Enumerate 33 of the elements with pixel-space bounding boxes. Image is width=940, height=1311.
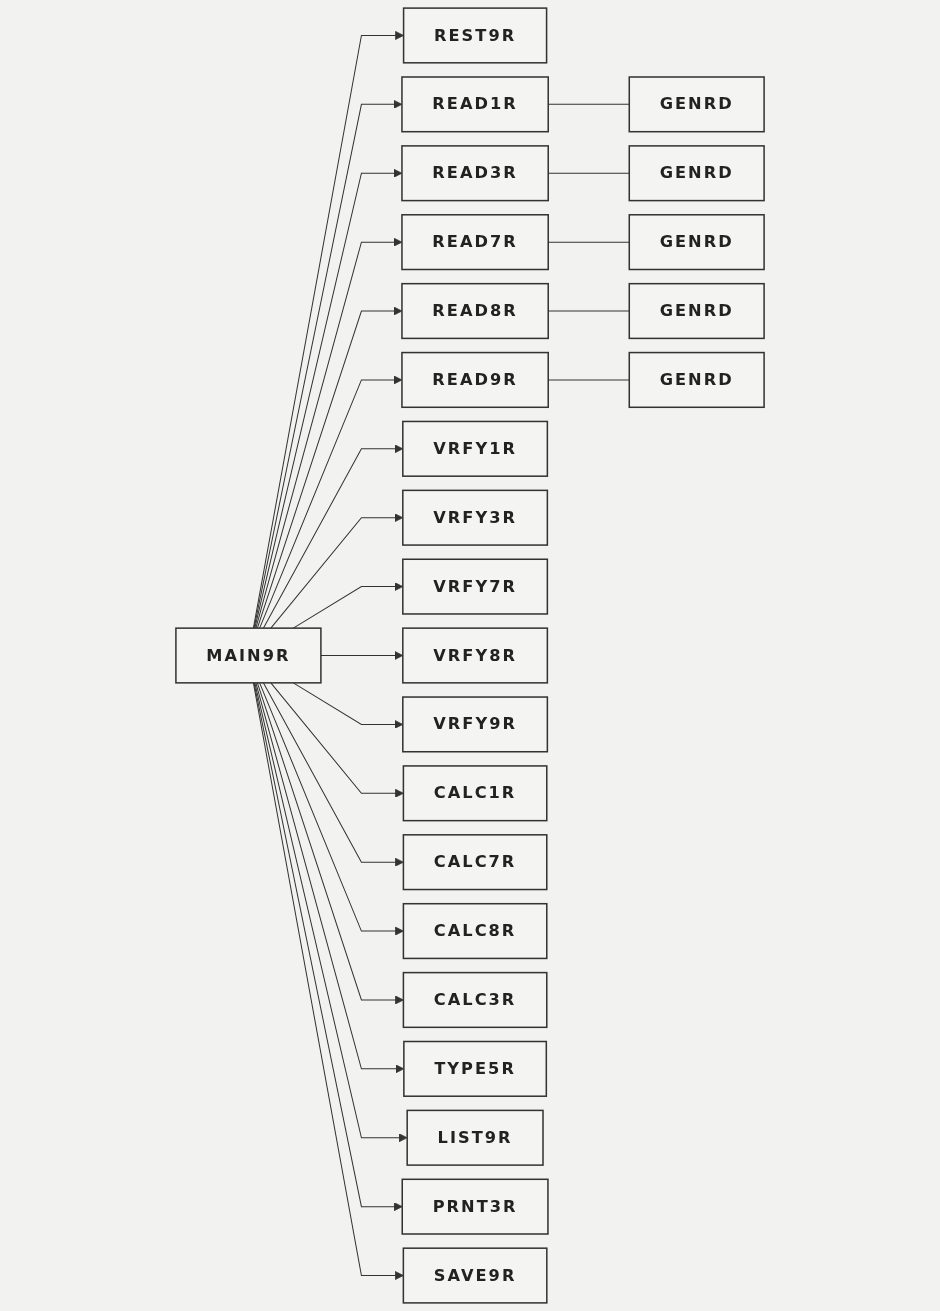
node-box: READ1R — [401, 76, 549, 133]
node-box: GENRD — [628, 282, 765, 340]
node-box: CALC1R — [402, 765, 548, 822]
node-box: GENRD — [628, 145, 765, 202]
node-box: GENRD — [628, 214, 765, 271]
node-box: GENRD — [628, 351, 765, 409]
node-box: LIST9R — [406, 1109, 544, 1166]
node-box: TYPE5R — [403, 1040, 548, 1097]
arrow — [259, 375, 403, 629]
node-box: GENRD — [628, 76, 765, 133]
arrow — [254, 682, 408, 1143]
node-box: READ7R — [401, 214, 549, 271]
arrow — [255, 237, 403, 629]
node-box: MAIN9R — [175, 627, 322, 684]
node-box: REST9R — [402, 7, 548, 64]
node-box: VRFY8R — [402, 627, 549, 684]
node-box: CALC7R — [402, 834, 548, 891]
arrow — [262, 682, 404, 867]
node-box: READ9R — [401, 351, 549, 409]
arrow — [256, 306, 403, 629]
arrow — [270, 682, 404, 798]
node-box: VRFY3R — [402, 489, 549, 546]
node-box: VRFY9R — [402, 696, 549, 753]
node-box: VRFY7R — [402, 558, 549, 615]
node-box: VRFY1R — [402, 420, 549, 477]
node-box: CALC3R — [402, 971, 548, 1029]
arrow — [259, 682, 404, 936]
node-box: PRNT3R — [401, 1178, 549, 1235]
node-box: READ3R — [401, 145, 549, 202]
node-box: READ8R — [401, 282, 549, 340]
arrow — [256, 682, 404, 1005]
node-box: CALC8R — [402, 902, 548, 960]
node-box: SAVE9R — [402, 1247, 548, 1304]
